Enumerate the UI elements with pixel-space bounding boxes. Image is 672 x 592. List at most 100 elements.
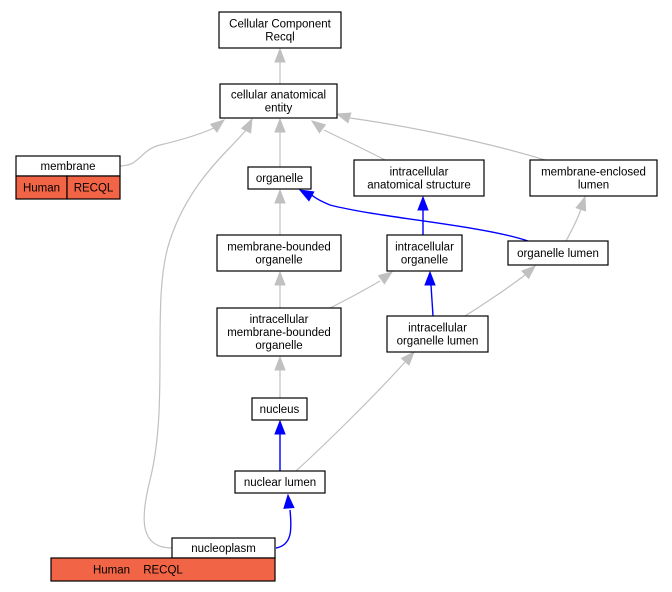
node-cc-label: Recql (265, 32, 294, 44)
node-membrane-label: membrane (41, 161, 96, 173)
node-organelle-box[interactable] (247, 166, 312, 190)
edge-nucleus-to-imbo-arrowhead (274, 355, 286, 371)
edge-ol-to-organelle-line (309, 192, 529, 242)
node-iol-label: intracellular (408, 323, 467, 335)
annotation-gene-label: RECQL (143, 565, 183, 577)
edge-nl-to-nucleus-arrowhead (274, 419, 286, 435)
edge-nl-to-iol-line (295, 361, 406, 472)
node-mel-label: lumen (578, 180, 609, 192)
edge-membrane-to-cae-arrowhead (209, 119, 226, 133)
node-ol-box[interactable] (507, 240, 609, 266)
edge-iol-to-io-line (430, 284, 434, 317)
annotation-species-label: Human (23, 183, 60, 195)
edge-organelle-to-cae-arrowhead (274, 117, 286, 133)
edge-nl-to-iol-arrowhead (400, 350, 415, 366)
node-cc-label: Cellular Component (229, 19, 331, 31)
edge-imbo-to-io (329, 271, 394, 309)
edge-mel-to-cae-arrowhead (335, 112, 352, 124)
edge-iol-to-io (424, 270, 436, 317)
edge-np-to-cae (143, 117, 253, 549)
node-ias-box[interactable] (353, 159, 485, 197)
annotation-gene-cell (66, 175, 121, 200)
edge-nl-to-iol (295, 350, 415, 472)
node-nl[interactable]: nuclear lumen (234, 470, 326, 494)
annotation-species-label: Human (93, 565, 130, 577)
node-np-label: nucleoplasm (191, 543, 256, 555)
edge-imbo-to-io-arrowhead (377, 271, 394, 285)
node-ol[interactable]: organelle lumen (507, 240, 609, 266)
edge-np-to-nl-arrowhead (283, 493, 295, 509)
edge-membrane-to-cae-line (119, 127, 215, 167)
edge-np-to-nl (275, 493, 295, 549)
edge-io-to-ias (417, 195, 429, 235)
edge-ias-to-cae-arrowhead (310, 120, 327, 134)
edge-ol-to-mel (565, 195, 587, 242)
node-organelle-label: organelle (256, 173, 303, 185)
node-imbo-label: organelle (255, 340, 302, 352)
edge-iol-to-ol-arrowhead (521, 265, 537, 280)
node-organelle[interactable]: organelle (247, 166, 312, 190)
node-imbo-label: intracellular (250, 314, 309, 326)
node-iol-label: organelle lumen (397, 336, 479, 348)
node-cae-label: cellular anatomical (231, 90, 326, 102)
node-imbo-label: membrane-bounded (227, 327, 331, 339)
node-cc-box[interactable] (218, 11, 342, 49)
edges (119, 47, 587, 549)
node-io-label: intracellular (395, 242, 454, 254)
annotation-gene-label: RECQL (74, 183, 114, 195)
edge-io-to-ias-arrowhead (417, 195, 429, 211)
edge-cae-to-cc-arrowhead (274, 47, 286, 63)
edge-np-to-cae-line (143, 129, 247, 549)
edge-iol-to-ol (464, 265, 537, 317)
edge-membrane-to-cae (119, 119, 226, 167)
edge-iol-to-ol-line (464, 274, 526, 317)
edge-organelle-to-cae (274, 117, 286, 167)
edge-mel-to-cae-line (349, 117, 546, 161)
edge-ol-to-organelle (298, 189, 529, 242)
edge-imbo-to-io-line (329, 280, 381, 309)
node-nucleus-label: nucleus (260, 404, 300, 416)
node-mbo-box[interactable] (216, 234, 342, 272)
node-iol-box[interactable] (386, 315, 489, 353)
node-mel-label: membrane-enclosed (541, 167, 646, 179)
node-ias-label: anatomical structure (367, 180, 471, 192)
edge-np-to-nl-line (275, 509, 292, 549)
node-nucleus[interactable]: nucleus (251, 397, 308, 421)
node-nl-box[interactable] (234, 470, 326, 494)
node-mbo-label: organelle (255, 255, 302, 267)
node-io-box[interactable] (386, 234, 463, 272)
node-cae-box[interactable] (219, 83, 338, 119)
node-mbo-label: membrane-bounded (227, 242, 331, 254)
node-mel-box[interactable] (529, 159, 658, 197)
node-cae-label: entity (265, 103, 293, 115)
edge-cae-to-cc (274, 47, 286, 84)
node-ias-label: intracellular (390, 167, 449, 179)
edge-nucleus-to-imbo (274, 355, 286, 398)
edge-ias-to-cae (310, 120, 386, 161)
edge-iol-to-io-arrowhead (424, 270, 436, 286)
node-imbo-box[interactable] (216, 307, 342, 357)
node-nucleus-box[interactable] (251, 397, 308, 421)
edge-ol-to-organelle-arrowhead (298, 189, 315, 202)
edge-np-to-cae-arrowhead (240, 117, 253, 134)
node-io-label: organelle (401, 255, 448, 267)
edge-ias-to-cae-line (323, 129, 386, 161)
edge-nl-to-nucleus (274, 419, 286, 471)
edge-ol-to-mel-arrowhead (575, 195, 587, 212)
node-nl-label: nuclear lumen (244, 477, 316, 489)
edge-imbo-to-mbo (274, 270, 286, 308)
annotation-membrane: Human RECQL (15, 175, 121, 200)
